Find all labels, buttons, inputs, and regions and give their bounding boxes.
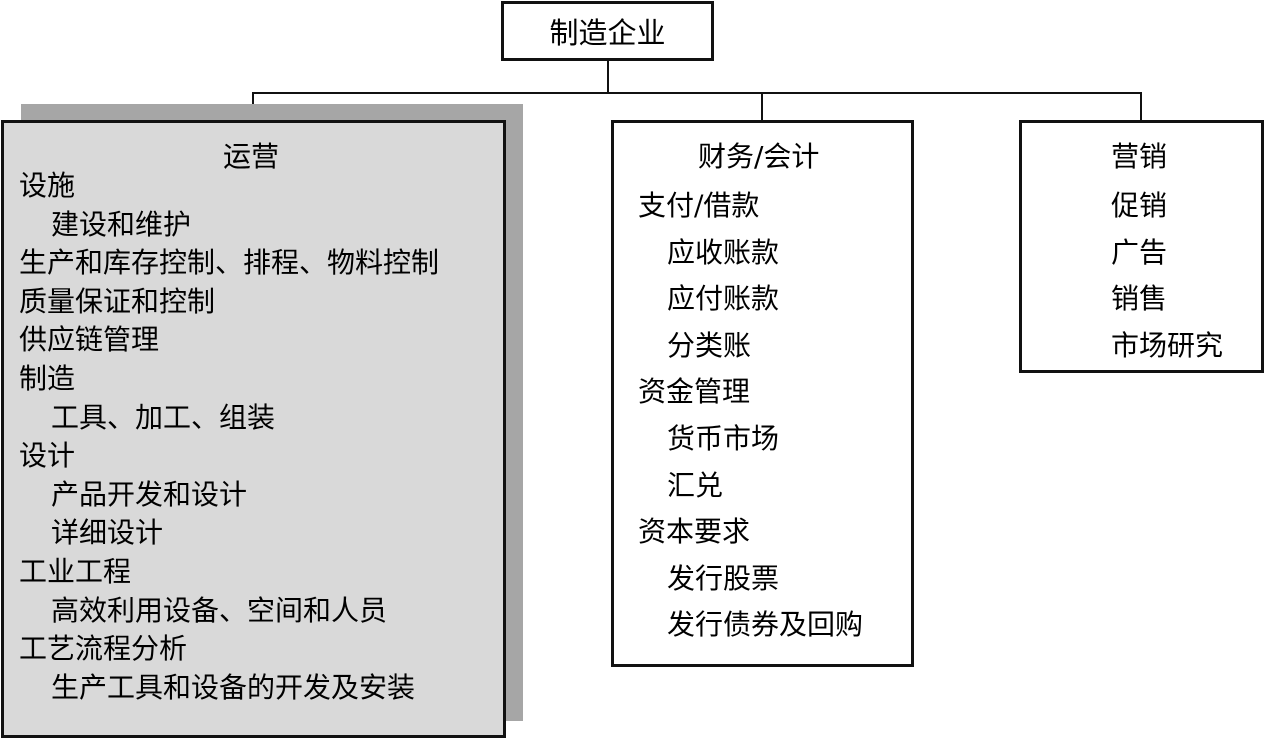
finance-item: 资金管理: [638, 375, 751, 408]
finance-item: 分类账: [667, 329, 752, 362]
finance-item: 发行股票: [667, 562, 780, 595]
connector-marketing: [1140, 92, 1142, 121]
operations-item: 工业工程: [19, 555, 132, 588]
operations-item: 工具、加工、组装: [51, 401, 276, 434]
marketing-item: 广告: [1111, 236, 1168, 269]
operations-item: 工艺流程分析: [19, 632, 188, 665]
finance-item: 发行债券及回购: [667, 608, 864, 641]
operations-item: 设计: [19, 439, 76, 472]
marketing-item: 市场研究: [1111, 329, 1224, 362]
marketing-item: 促销: [1111, 189, 1168, 222]
marketing-title: 营销: [1111, 140, 1168, 173]
connector-horizontal-bar: [252, 92, 1142, 94]
operations-item: 高效利用设备、空间和人员: [51, 594, 388, 627]
finance-item: 应收账款: [667, 236, 780, 269]
connector-finance: [761, 92, 763, 121]
finance-item: 应付账款: [667, 282, 780, 315]
finance-item: 货币市场: [667, 422, 780, 455]
root-node: 制造企业: [501, 1, 714, 61]
operations-item: 设施: [19, 169, 76, 202]
operations-item: 生产和库存控制、排程、物料控制: [19, 246, 440, 279]
operations-item: 生产工具和设备的开发及安装: [51, 671, 416, 704]
finance-title: 财务/会计: [698, 140, 820, 173]
operations-title: 运营: [223, 140, 280, 173]
operations-item: 供应链管理: [19, 323, 160, 356]
connector-root-stem: [607, 61, 609, 93]
finance-item: 资本要求: [638, 515, 751, 548]
root-label: 制造企业: [549, 16, 666, 50]
operations-item: 详细设计: [51, 516, 164, 549]
finance-item: 汇兑: [667, 469, 724, 502]
operations-item: 建设和维护: [51, 208, 192, 241]
finance-item: 支付/借款: [638, 189, 760, 222]
operations-item: 产品开发和设计: [51, 478, 248, 511]
finance-node: 财务/会计 支付/借款应收账款应付账款分类账资金管理货币市场汇兑资本要求发行股票…: [611, 120, 914, 667]
operations-item: 质量保证和控制: [19, 285, 216, 318]
marketing-item: 销售: [1111, 282, 1168, 315]
operations-item: 制造: [19, 362, 76, 395]
operations-node: 运营 设施建设和维护生产和库存控制、排程、物料控制质量保证和控制供应链管理制造工…: [1, 120, 506, 738]
marketing-node: 营销 促销广告销售市场研究: [1019, 120, 1264, 373]
